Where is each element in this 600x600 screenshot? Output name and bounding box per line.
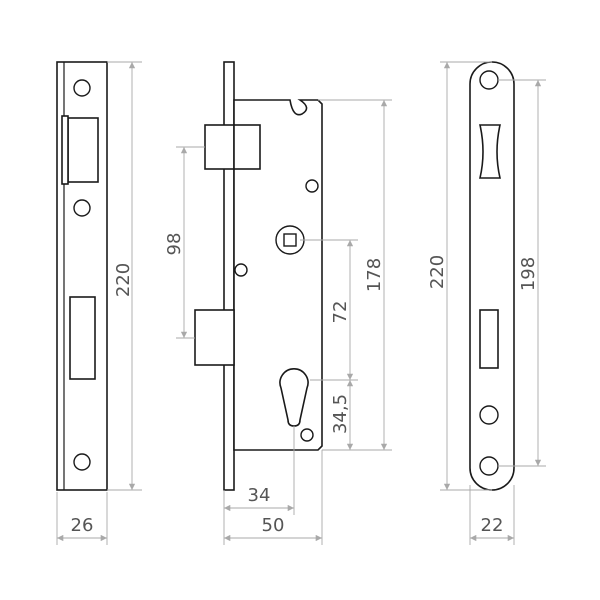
label-right-plate-width: 22 [481, 515, 504, 536]
label-body-depth: 50 [262, 515, 285, 536]
dim-cylinder-offset: 34,5 [322, 380, 358, 451]
dim-body-depth: 50 [223, 450, 323, 545]
dim-left-plate-width: 26 [56, 492, 108, 545]
label-cylinder-offset: 34,5 [330, 394, 351, 434]
dim-right-plate-width: 22 [469, 485, 515, 545]
dim-right-plate-height: 220 [427, 61, 492, 491]
label-left-plate-width: 26 [71, 515, 94, 536]
label-right-hole-spacing: 198 [518, 257, 539, 291]
right-strike-plate [469, 61, 515, 491]
label-backset-spacing: 98 [164, 233, 185, 256]
dim-right-hole-spacing: 198 [498, 79, 546, 467]
dim-left-plate-height: 220 [107, 61, 142, 491]
label-left-plate-height: 220 [113, 263, 134, 297]
lock-body [194, 61, 323, 491]
left-faceplate [56, 61, 108, 491]
label-backset: 34 [248, 485, 271, 506]
label-lock-height: 178 [364, 258, 385, 292]
dim-backset: 34 [223, 426, 295, 515]
dim-backset-spacing: 98 [164, 146, 205, 339]
label-cylinder-distance: 72 [330, 301, 351, 324]
dim-cylinder-distance: 72 [300, 239, 358, 381]
label-right-plate-height: 220 [427, 255, 448, 289]
